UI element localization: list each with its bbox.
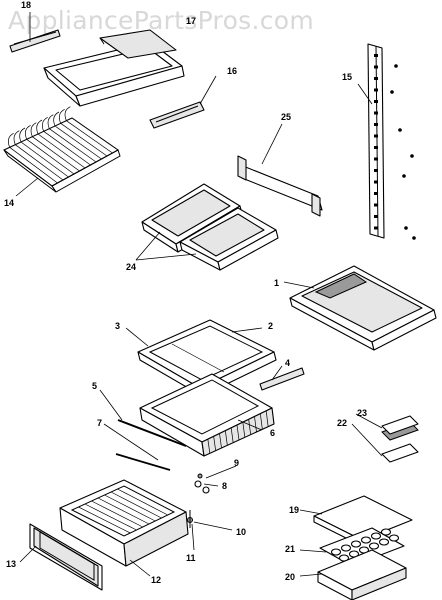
callout-5: 5 bbox=[92, 381, 97, 391]
part-shelf-support-25 bbox=[237, 155, 323, 217]
callout-6: 6 bbox=[270, 428, 275, 438]
part-rail-5 bbox=[117, 419, 187, 447]
callout-11: 11 bbox=[186, 553, 196, 563]
part-hardware-10-11 bbox=[187, 510, 193, 528]
callout-20: 20 bbox=[285, 572, 295, 582]
part-shelf-rail-18 bbox=[9, 29, 61, 53]
callout-21: 21 bbox=[285, 544, 295, 554]
callout-4: 4 bbox=[285, 358, 290, 368]
callout-23: 23 bbox=[357, 408, 367, 418]
callout-9: 9 bbox=[234, 458, 239, 468]
callout-24: 24 bbox=[126, 262, 136, 272]
callout-19: 19 bbox=[289, 505, 299, 515]
part-shelf-top bbox=[43, 29, 185, 107]
part-crisper-pan-6 bbox=[139, 373, 275, 457]
part-crisper-covers-24 bbox=[141, 183, 279, 271]
callout-15: 15 bbox=[342, 72, 352, 82]
part-egg-bin-20 bbox=[317, 549, 407, 600]
callout-14: 14 bbox=[4, 198, 14, 208]
callout-1: 1 bbox=[274, 278, 279, 288]
part-drawer-front-13 bbox=[29, 523, 103, 591]
callout-3: 3 bbox=[115, 321, 120, 331]
part-butter-lid-23 bbox=[381, 415, 419, 441]
part-hardware-8-9 bbox=[194, 473, 210, 494]
part-rail-7 bbox=[115, 453, 171, 471]
callout-13: 13 bbox=[6, 559, 16, 569]
part-crisper-divider-4 bbox=[259, 367, 305, 391]
callout-25: 25 bbox=[281, 112, 291, 122]
part-shelf-1 bbox=[289, 265, 437, 351]
leader-lines bbox=[15, 12, 383, 577]
callout-7: 7 bbox=[97, 418, 102, 428]
callout-22: 22 bbox=[337, 418, 347, 428]
part-egg-tray-21 bbox=[319, 527, 405, 567]
callout-2: 2 bbox=[268, 321, 273, 331]
callout-18: 18 bbox=[21, 0, 31, 10]
callout-10: 10 bbox=[236, 527, 246, 537]
callout-8: 8 bbox=[222, 481, 227, 491]
callout-17: 17 bbox=[186, 16, 196, 26]
part-side-rail-15 bbox=[367, 43, 416, 240]
part-wire-rack bbox=[3, 106, 121, 193]
callout-16: 16 bbox=[227, 66, 237, 76]
callout-12: 12 bbox=[151, 575, 161, 585]
part-drawer-12 bbox=[59, 479, 189, 567]
watermark: AppliancePartsPros.com bbox=[8, 6, 315, 35]
part-butter-tray-22 bbox=[381, 443, 419, 463]
part-trim-16 bbox=[149, 101, 205, 129]
